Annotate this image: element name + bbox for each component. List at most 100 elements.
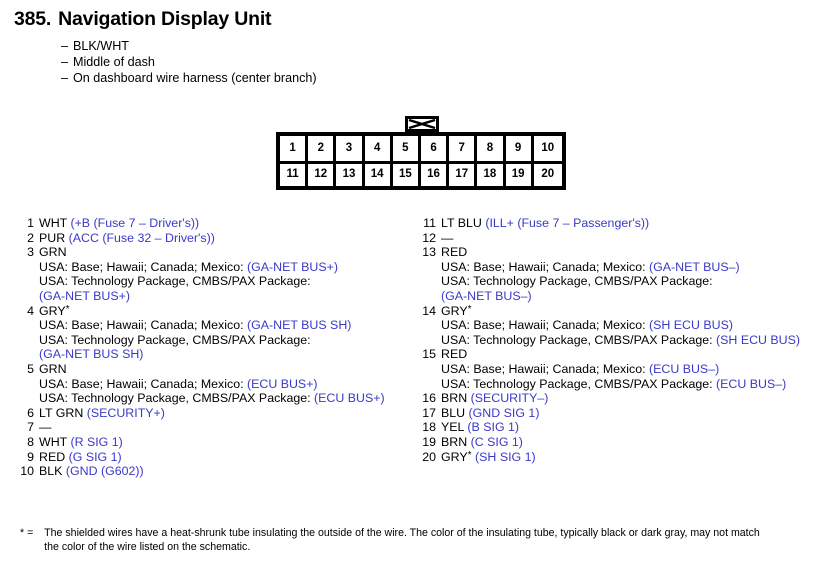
pin-line: USA: Base; Hawaii; Canada; Mexico: (ECU …: [39, 377, 420, 392]
connector-pin-2: 2: [308, 136, 337, 161]
wire-color-text: —: [441, 230, 454, 245]
pin-line: YEL (B SIG 1): [441, 420, 834, 435]
connector-pin-6: 6: [421, 136, 450, 161]
pin-number: 16: [422, 391, 436, 406]
wire-color-text: YEL: [441, 420, 468, 435]
wire-color-text: USA: Base; Hawaii; Canada; Mexico:: [441, 318, 649, 333]
connector-pin-13: 13: [336, 161, 365, 186]
wire-color-text: BRN: [441, 434, 471, 449]
bowtie-lock-tab-icon: [405, 116, 439, 132]
pin-number: 19: [422, 434, 436, 449]
wire-color-text: BLU: [441, 405, 469, 420]
pin-line: USA: Base; Hawaii; Canada; Mexico: (ECU …: [441, 362, 834, 377]
circuit-name: (SH ECU BUS): [716, 332, 801, 347]
circuit-name: (GA-NET BUS SH): [246, 318, 352, 333]
wire-color-text: USA: Base; Hawaii; Canada; Mexico:: [39, 376, 247, 391]
pin-description: YEL (B SIG 1): [441, 420, 834, 435]
pin-number: 18: [422, 420, 436, 435]
connector-pin-17: 17: [449, 161, 478, 186]
circuit-name: (GND (G602)): [65, 464, 144, 479]
pin-line: RED: [441, 347, 834, 362]
circuit-name: (G SIG 1): [68, 449, 122, 464]
wire-color-text: BRN: [441, 391, 471, 406]
pin-line: BRN (SECURITY–): [441, 391, 834, 406]
pin-description: BRN (SECURITY–): [441, 391, 834, 406]
pin-line: RED (G SIG 1): [39, 450, 420, 465]
pin-description: PUR (ACC (Fuse 32 – Driver's)): [39, 231, 420, 246]
wire-color-text: USA: Base; Hawaii; Canada; Mexico:: [441, 259, 649, 274]
circuit-name: (GA-NET BUS–): [648, 259, 740, 274]
subtitle-line: –BLK/WHT: [61, 38, 317, 54]
pin-line: GRN: [39, 362, 420, 377]
pin-line: BRN (C SIG 1): [441, 435, 834, 450]
subtitle-text: Middle of dash: [73, 55, 155, 70]
circuit-name: (ECU BUS+): [314, 391, 385, 406]
pin-description: WHT (R SIG 1): [39, 435, 420, 450]
pin-entry: 9 RED (G SIG 1): [20, 450, 420, 465]
pin-line: GRY*: [39, 304, 420, 319]
pin-number: 20: [422, 449, 436, 464]
wire-color-text: GRN: [39, 361, 67, 376]
circuit-name: (R SIG 1): [70, 434, 123, 449]
wire-color-text: USA: Technology Package, CMBS/PAX Packag…: [39, 391, 315, 406]
pin-number: 5: [27, 361, 34, 376]
circuit-name: (GA-NET BUS+): [39, 288, 130, 303]
pin-description: BLK (GND (G602)): [39, 464, 420, 479]
circuit-name: (SECURITY+): [86, 405, 165, 420]
connector-pin-5: 5: [393, 136, 421, 161]
wire-color-text: USA: Technology Package, CMBS/PAX Packag…: [441, 376, 717, 391]
pin-line: USA: Technology Package, CMBS/PAX Packag…: [441, 377, 834, 392]
wire-color-text: USA: Base; Hawaii; Canada; Mexico:: [39, 259, 247, 274]
connector-pin-9: 9: [506, 136, 534, 161]
wire-color-text: RED: [441, 245, 468, 260]
bullet-dash-icon: –: [61, 71, 69, 86]
connector-pin-10: 10: [541, 141, 555, 154]
pin-line: USA: Technology Package, CMBS/PAX Packag…: [39, 391, 420, 406]
connector-pin-14: 14: [364, 161, 393, 186]
circuit-name: (ECU BUS–): [648, 361, 720, 376]
pin-line: USA: Base; Hawaii; Canada; Mexico: (GA-N…: [39, 260, 420, 275]
wire-color-text: USA: Technology Package, CMBS/PAX Packag…: [39, 332, 311, 347]
pin-description: BLU (GND SIG 1): [441, 406, 834, 421]
wire-color-text: GRY: [39, 303, 66, 318]
subtitle-line: –On dashboard wire harness (center branc…: [61, 70, 317, 86]
wire-color-text: USA: Base; Hawaii; Canada; Mexico:: [441, 361, 649, 376]
pin-number: 10: [20, 464, 34, 479]
pin-entry: 18 YEL (B SIG 1): [422, 420, 834, 435]
circuit-name: (ECU BUS–): [716, 376, 787, 391]
pin-number: 1: [27, 216, 34, 230]
connector-pin-12: 12: [308, 161, 337, 186]
pin-line: GRN: [39, 245, 420, 260]
wire-color-text: PUR: [39, 230, 69, 245]
bullet-dash-icon: –: [61, 55, 69, 70]
page-title-name: Navigation Display Unit: [58, 8, 272, 30]
pin-number: 9: [27, 449, 34, 464]
circuit-name: (ECU BUS+): [246, 376, 318, 391]
circuit-name: (B SIG 1): [467, 420, 520, 435]
wire-color-text: USA: Technology Package, CMBS/PAX Packag…: [441, 274, 713, 289]
subtitle-line: –Middle of dash: [61, 54, 317, 70]
shielded-wire-asterisk: *: [467, 449, 472, 461]
connector-pin-20: 20: [533, 161, 562, 186]
pin-line: USA: Base; Hawaii; Canada; Mexico: (SH E…: [441, 318, 834, 333]
connector-pin-4: 4: [365, 136, 393, 161]
pin-line: GRY*: [441, 304, 834, 319]
pin-line: —: [39, 420, 420, 435]
pin-line: BLU (GND SIG 1): [441, 406, 834, 421]
pin-line: (GA-NET BUS+): [39, 289, 420, 304]
